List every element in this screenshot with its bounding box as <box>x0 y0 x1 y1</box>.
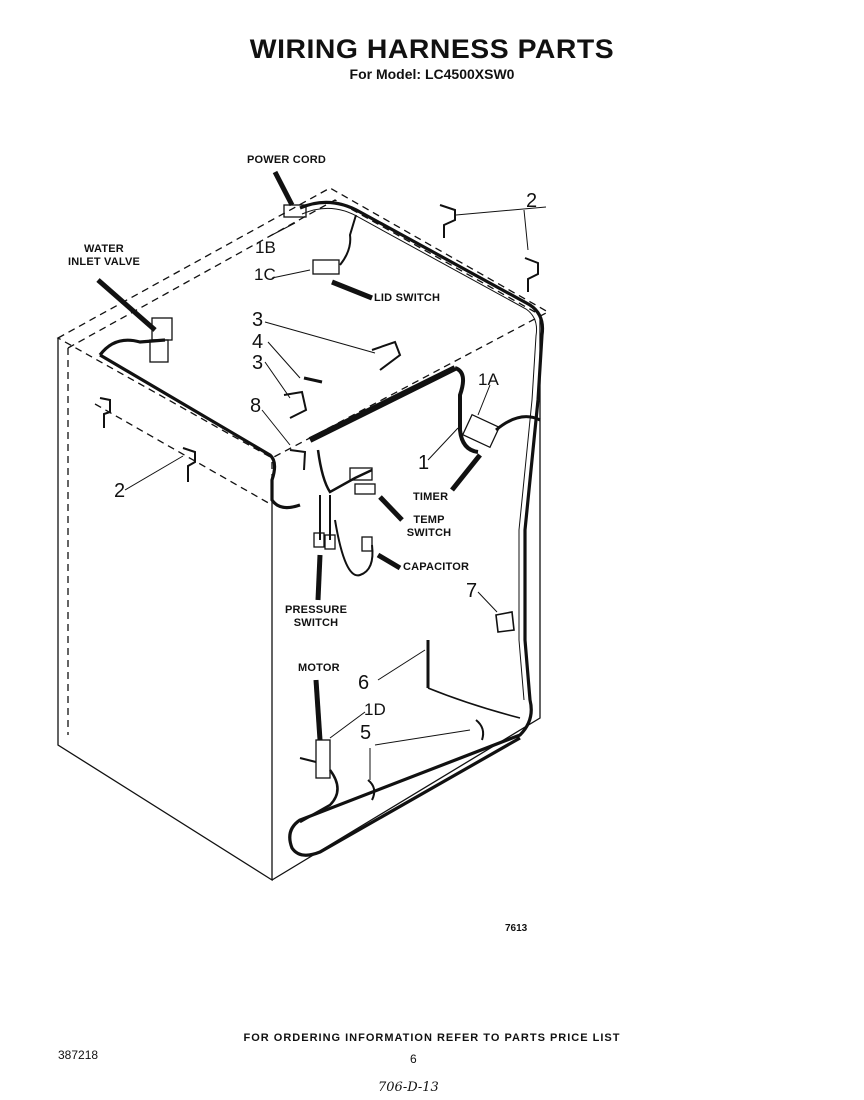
callout-5: 5 <box>360 722 372 744</box>
cabinet-hidden-edges <box>56 187 550 735</box>
clip-5-b <box>367 779 376 801</box>
cabinet-outline <box>57 318 541 882</box>
callout-1A: 1A <box>478 370 499 389</box>
water-inlet-valve-label-line2: INLET VALVE <box>68 256 141 268</box>
callout-8: 8 <box>250 395 262 417</box>
callout-3a: 3 <box>252 309 264 331</box>
pressure-switch-label-line2: SWITCH <box>293 617 339 629</box>
harness-center-bar <box>308 365 457 443</box>
clip-2-left-b <box>182 447 196 482</box>
pressure-switch-label: PRESSURE SWITCH <box>285 604 347 630</box>
water-inlet-valve-label-line1: WATER <box>84 243 124 255</box>
harness-left <box>98 338 301 510</box>
handwritten-code: 706-D-13 <box>378 1080 439 1095</box>
clip-7 <box>495 611 515 633</box>
callout-1: 1 <box>418 452 430 474</box>
model-subtitle: For Model: LC4500XSW0 <box>349 66 515 82</box>
lid-switch-label: LID SWITCH <box>374 292 441 304</box>
water-inlet-valve-label: WATER INLET VALVE <box>68 243 140 269</box>
timer-label: TIMER <box>413 491 449 503</box>
callout-1B: 1B <box>255 238 276 257</box>
lid-switch-connector <box>312 259 340 275</box>
callout-1D: 1D <box>364 700 386 719</box>
callout-1C: 1C <box>254 265 276 284</box>
clip-2-top-b <box>524 257 539 292</box>
screw-4 <box>303 376 323 384</box>
clip-5-a <box>475 719 485 741</box>
temp-switch-label: TEMP SWITCH <box>404 514 454 540</box>
callout-2-left: 2 <box>114 480 126 502</box>
leader-lines <box>96 170 547 780</box>
temp-switch-connector <box>349 467 373 481</box>
pressure-switch-label-line1: PRESSURE <box>285 604 348 616</box>
timer-connector <box>461 413 501 449</box>
figure-number: 7613 <box>505 923 528 934</box>
power-cord-plug <box>283 204 307 218</box>
capacitor-connector <box>361 536 373 552</box>
callout-4: 4 <box>252 331 264 353</box>
clip-3-b <box>283 390 308 419</box>
motor-label: MOTOR <box>298 662 340 674</box>
harness-back <box>299 200 545 401</box>
clip-2-left-a <box>99 397 111 428</box>
power-cord-label: POWER CORD <box>247 154 326 166</box>
harness-right-drop <box>288 399 540 857</box>
callout-3b: 3 <box>252 352 264 374</box>
ordering-info: FOR ORDERING INFORMATION REFER TO PARTS … <box>243 1032 621 1044</box>
motor-connector <box>315 739 331 779</box>
temp-switch-label-line2: SWITCH <box>406 527 452 539</box>
clip-3-a <box>371 340 402 371</box>
temp-switch-label-line1: TEMP <box>413 514 445 526</box>
pressure-switch-connector <box>313 532 325 548</box>
page-title: WIRING HARNESS PARTS <box>249 34 615 64</box>
callout-2-top: 2 <box>526 190 538 212</box>
capacitor-label: CAPACITOR <box>403 561 470 573</box>
page-number: 6 <box>410 1052 417 1066</box>
callout-7: 7 <box>466 580 478 602</box>
document-number: 387218 <box>58 1048 99 1062</box>
clip-2-top-a <box>439 204 456 238</box>
clip-8 <box>289 449 307 471</box>
callout-6: 6 <box>358 672 370 694</box>
